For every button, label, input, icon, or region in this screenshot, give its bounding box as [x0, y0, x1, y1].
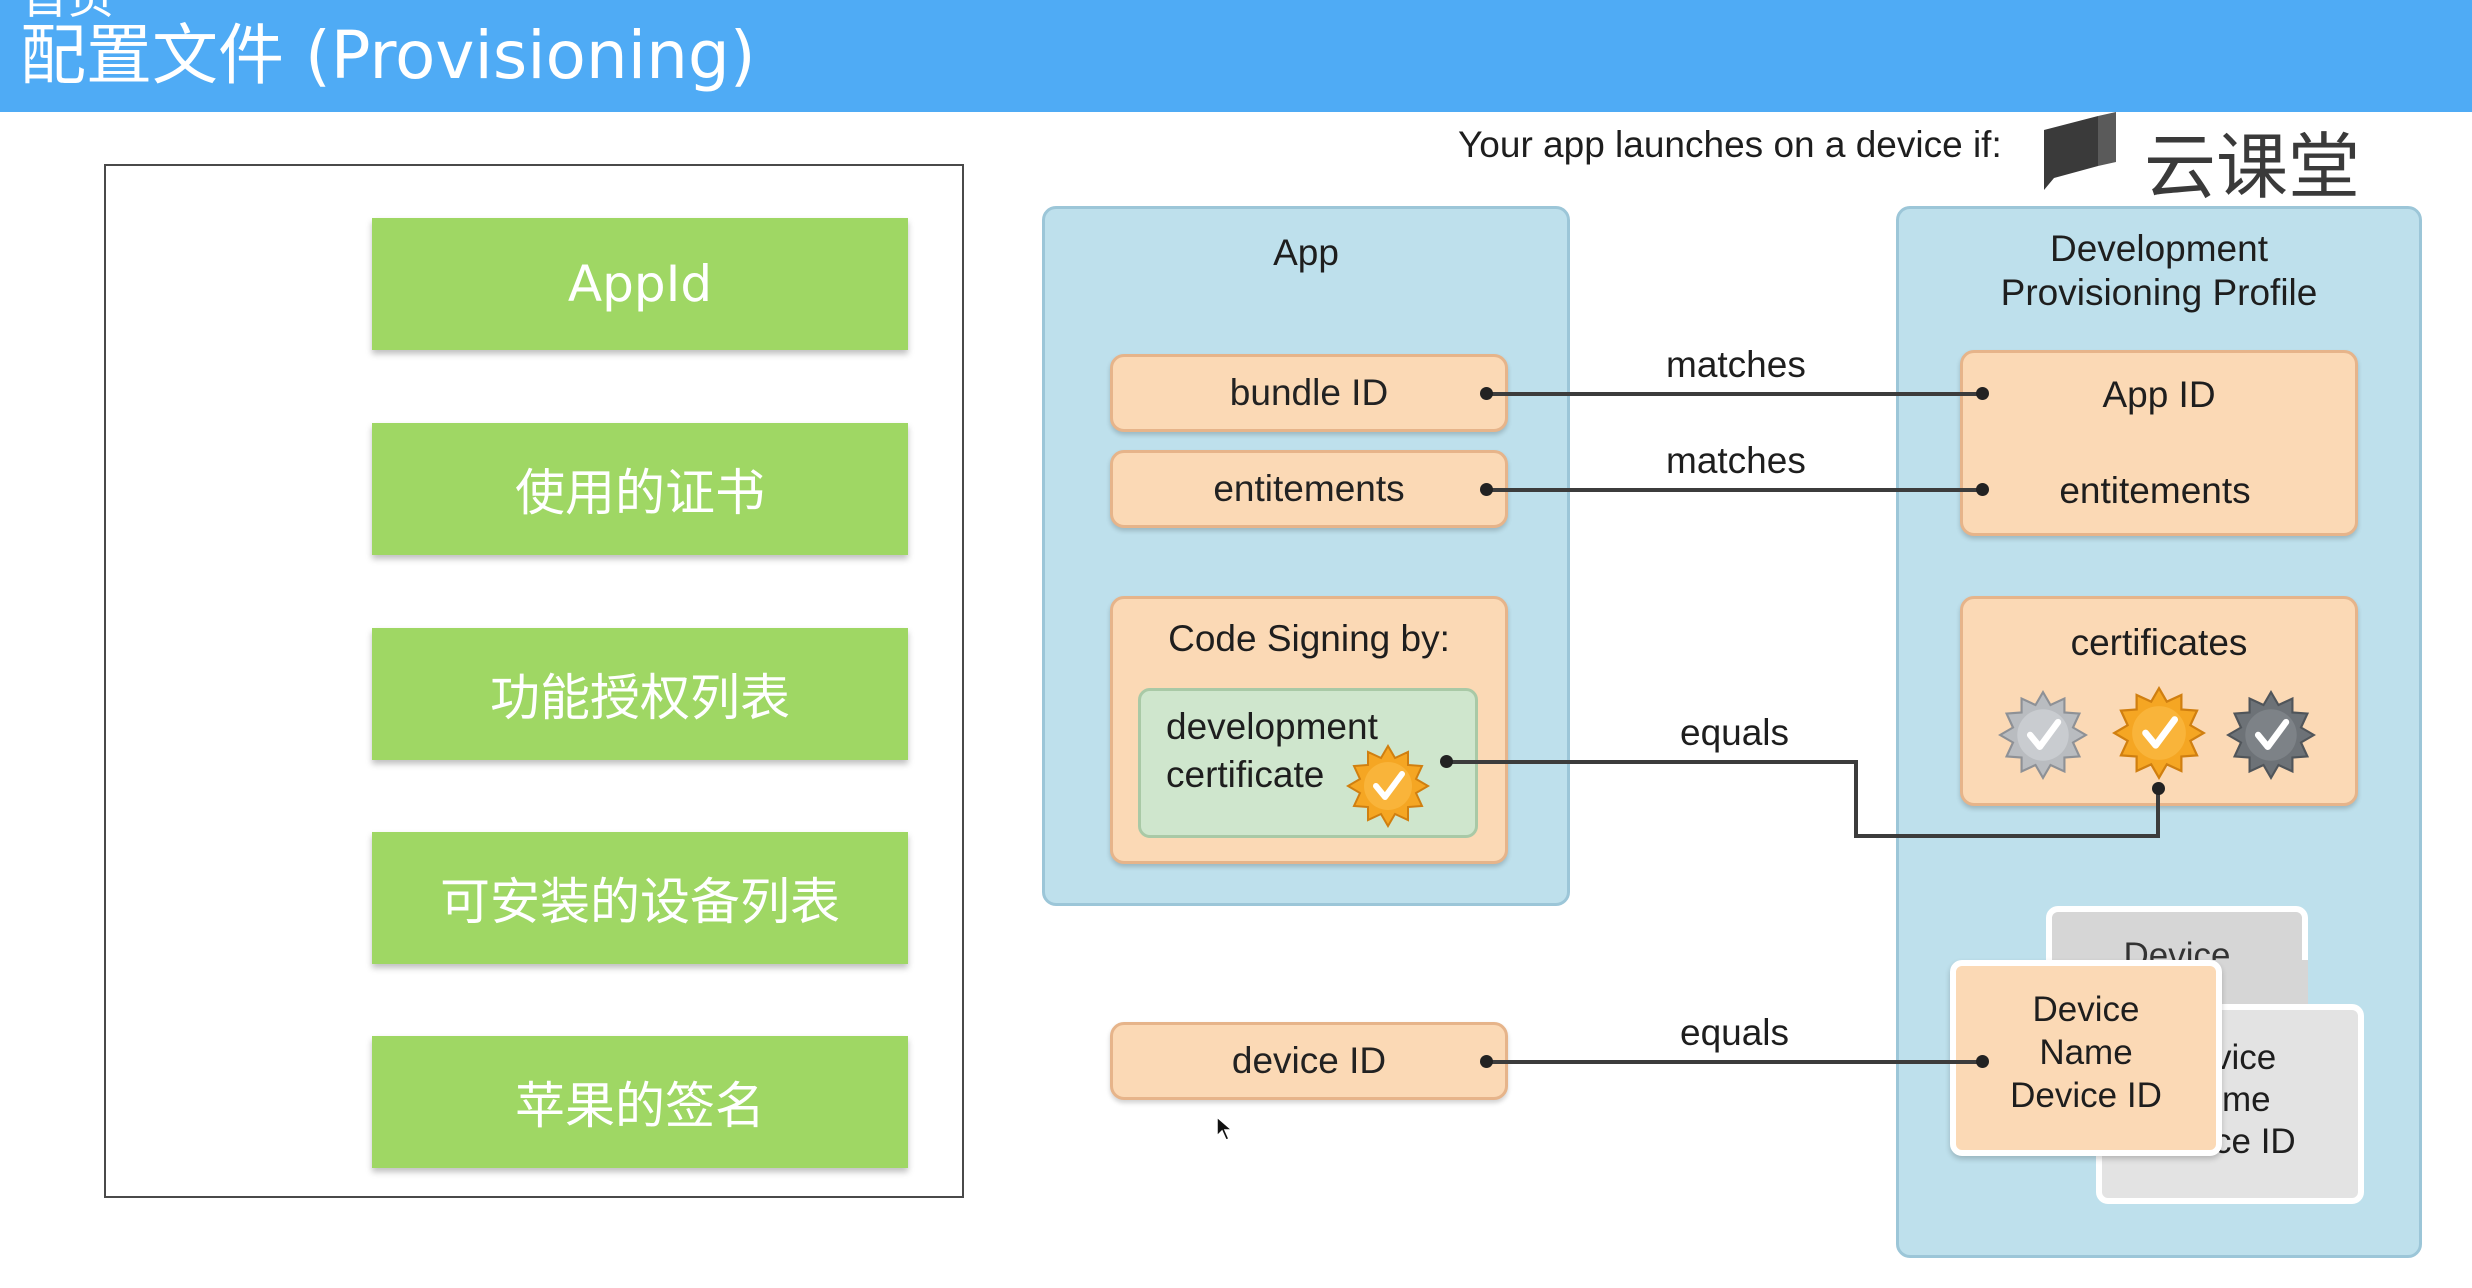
device-dot-right	[1976, 1055, 1989, 1068]
certificate-connector-v1	[1854, 760, 1858, 838]
certificate-connector-h1	[1446, 760, 1858, 764]
mouse-cursor-icon	[1216, 1115, 1235, 1142]
device-front-line3: Device ID	[2010, 1076, 2162, 1115]
device-front-line1: Device	[2032, 990, 2140, 1029]
orange-profile-badge-icon	[2112, 686, 2206, 780]
code-signing-title: Code Signing by:	[1168, 618, 1450, 659]
device-front-line2: Name	[2039, 1033, 2133, 1072]
device-id-box: device ID	[1110, 1022, 1508, 1100]
entitlements-dot-left	[1480, 483, 1493, 496]
item-certificate: 使用的证书	[372, 423, 908, 555]
profile-title-line2: Provisioning Profile	[2000, 272, 2318, 313]
certificates-title: certificates	[2070, 622, 2248, 663]
device-mid-line2: me	[2222, 1080, 2271, 1119]
dark-certificate-badge-icon	[2226, 690, 2316, 780]
certificate-connector-label: equals	[1680, 712, 1790, 753]
certificate-dot-right	[2152, 782, 2165, 795]
silver-certificate-badge-icon	[1998, 690, 2088, 780]
device-connector-line	[1486, 1060, 1982, 1064]
app-id-entitlements-box	[1960, 350, 2358, 536]
development-certificate-box	[1138, 688, 1478, 838]
top-fragment: 首页	[22, 0, 114, 20]
device-mid-line3: ce ID	[2214, 1122, 2296, 1161]
entitlements-connector-line	[1486, 488, 1982, 492]
profile-entitlements: entitements	[2059, 470, 2251, 511]
app-entitlements-box: entitements	[1110, 450, 1508, 528]
device-connector-label: equals	[1680, 1012, 1790, 1053]
orange-certificate-badge-icon	[1346, 744, 1430, 828]
app-title: App	[1273, 232, 1339, 273]
device-dot-left	[1480, 1055, 1493, 1068]
watermark-text: 云课堂	[2144, 125, 2361, 209]
device-card-front	[1950, 960, 2222, 1156]
page-title: 配置文件 (Provisioning)	[20, 17, 756, 94]
profile-app-id: App ID	[2102, 374, 2216, 415]
item-entitlements: 功能授权列表	[372, 628, 908, 760]
bundle-connector-label: matches	[1666, 344, 1806, 385]
certificate-connector-h2	[1854, 834, 2160, 838]
device-mid-line1: vice	[2214, 1038, 2277, 1077]
header-bar	[0, 0, 2472, 112]
bundle-dot-left	[1480, 387, 1493, 400]
item-apple-signature: 苹果的签名	[372, 1036, 908, 1168]
certificate-dot-left	[1440, 755, 1453, 768]
dev-cert-line1: development	[1166, 706, 1378, 747]
entitlements-dot-right	[1976, 483, 1989, 496]
profile-title-line1: Development	[2049, 228, 2268, 269]
watermark-logo-icon	[2036, 108, 2124, 190]
item-devices: 可安装的设备列表	[372, 832, 908, 964]
item-appid: AppId	[372, 218, 908, 350]
bundle-connector-line	[1486, 392, 1982, 396]
bundle-id-box: bundle ID	[1110, 354, 1508, 432]
entitlements-connector-label: matches	[1666, 440, 1806, 481]
certificate-connector-v2	[2156, 786, 2160, 838]
bundle-dot-right	[1976, 387, 1989, 400]
intro-text: Your app launches on a device if:	[1458, 124, 2002, 165]
dev-cert-line2: certificate	[1166, 754, 1325, 795]
left-panel: AppId 使用的证书 功能授权列表 可安装的设备列表 苹果的签名	[104, 164, 964, 1198]
